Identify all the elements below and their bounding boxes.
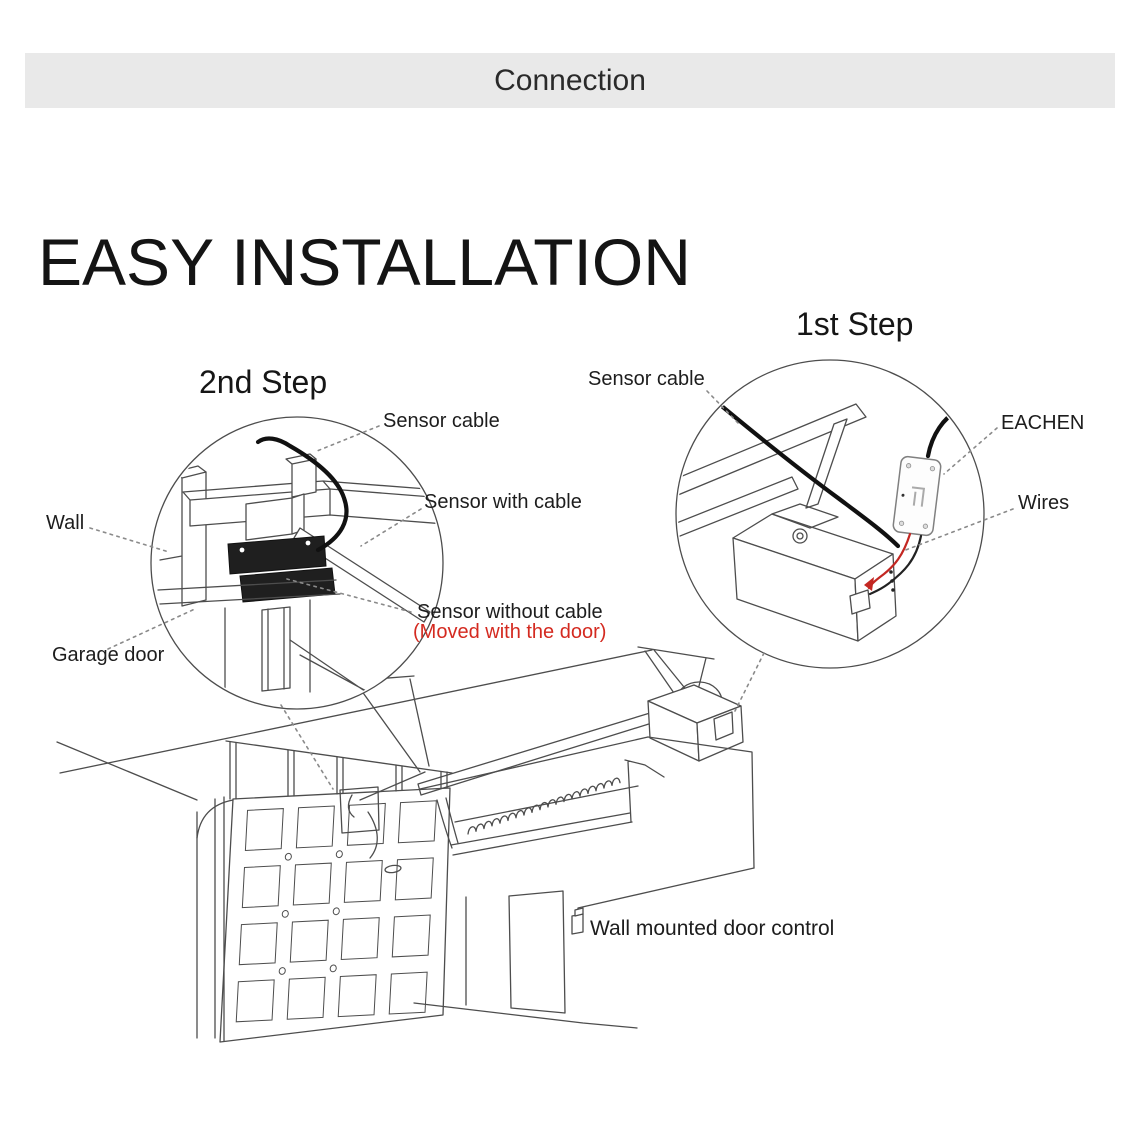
sensor-with-cable-part xyxy=(227,535,327,575)
leader-sensor-without-cable xyxy=(286,578,412,613)
rail-section xyxy=(293,527,431,623)
ceiling-line xyxy=(59,649,653,774)
leader-sensor-cable-2 xyxy=(316,425,380,452)
leader-wall xyxy=(89,527,170,553)
leader-lines xyxy=(89,390,1014,790)
label-sensor-with-cable: Sensor with cable xyxy=(424,491,582,513)
label-sensor-cable-step1: Sensor cable xyxy=(588,368,705,390)
leader-garage-door xyxy=(107,607,198,650)
header-title: Connection xyxy=(494,63,646,97)
track-and-spring xyxy=(436,759,665,856)
label-wires: Wires xyxy=(1018,492,1070,514)
door-panels xyxy=(236,801,436,1022)
black-wire xyxy=(868,534,923,596)
right-wall-top xyxy=(419,736,649,790)
step2-title: 2nd Step xyxy=(199,364,328,400)
leader-eachen xyxy=(943,427,998,475)
wire-arrow xyxy=(864,577,874,591)
left-wall-line xyxy=(56,741,198,801)
door-top-bracket xyxy=(339,771,426,859)
sensor-cable-part xyxy=(255,436,349,553)
step2-detail xyxy=(157,436,441,707)
label-wall-control: Wall mounted door control xyxy=(590,917,835,940)
spring-coil xyxy=(467,777,621,835)
opener-rail xyxy=(349,675,653,796)
garage-door xyxy=(197,788,450,1042)
sensor-cable-part xyxy=(709,395,901,549)
eachen-device xyxy=(892,455,942,537)
label-moved-with-door: (Moved with the door) xyxy=(413,621,607,643)
leader-sensor-with-cable xyxy=(360,508,422,547)
stud-wall xyxy=(225,740,453,800)
label-wall: Wall xyxy=(46,512,85,534)
leader-circle1-to-opener xyxy=(734,652,765,712)
leader-sensor-cable-1 xyxy=(706,390,740,425)
door-handle xyxy=(384,864,402,874)
step2-callout xyxy=(150,416,444,710)
garage-scene xyxy=(56,646,755,1042)
label-garage-door: Garage door xyxy=(52,644,165,666)
right-wall xyxy=(413,736,755,1029)
leader-wires xyxy=(902,508,1014,552)
side-door xyxy=(508,890,566,1014)
step1-title: 1st Step xyxy=(796,306,914,342)
control-wire xyxy=(577,867,755,917)
page-title: EASY INSTALLATION xyxy=(38,225,691,299)
header-bar: Connection xyxy=(25,53,1115,108)
leader-circle2-to-door xyxy=(280,704,334,790)
step1-callout xyxy=(675,359,985,669)
wall-control-device xyxy=(571,907,584,935)
label-sensor-without-cable: Sensor without cable xyxy=(417,601,603,623)
label-sensor-cable-step2: Sensor cable xyxy=(383,410,500,432)
step1-detail xyxy=(678,395,961,642)
label-eachen: EACHEN xyxy=(1001,412,1085,434)
opener-unit xyxy=(637,646,744,762)
